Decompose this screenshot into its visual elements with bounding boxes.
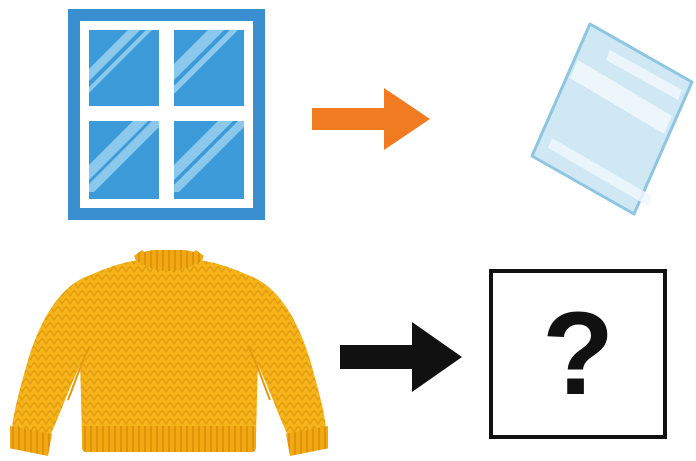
answer-box: ? <box>489 269 667 439</box>
window-icon <box>68 9 265 220</box>
arrow-right-icon <box>340 322 462 392</box>
sweater-icon <box>10 250 328 458</box>
question-mark: ? <box>542 295 614 413</box>
glass-pane-icon <box>522 20 694 218</box>
arrow-right-icon <box>312 88 430 150</box>
